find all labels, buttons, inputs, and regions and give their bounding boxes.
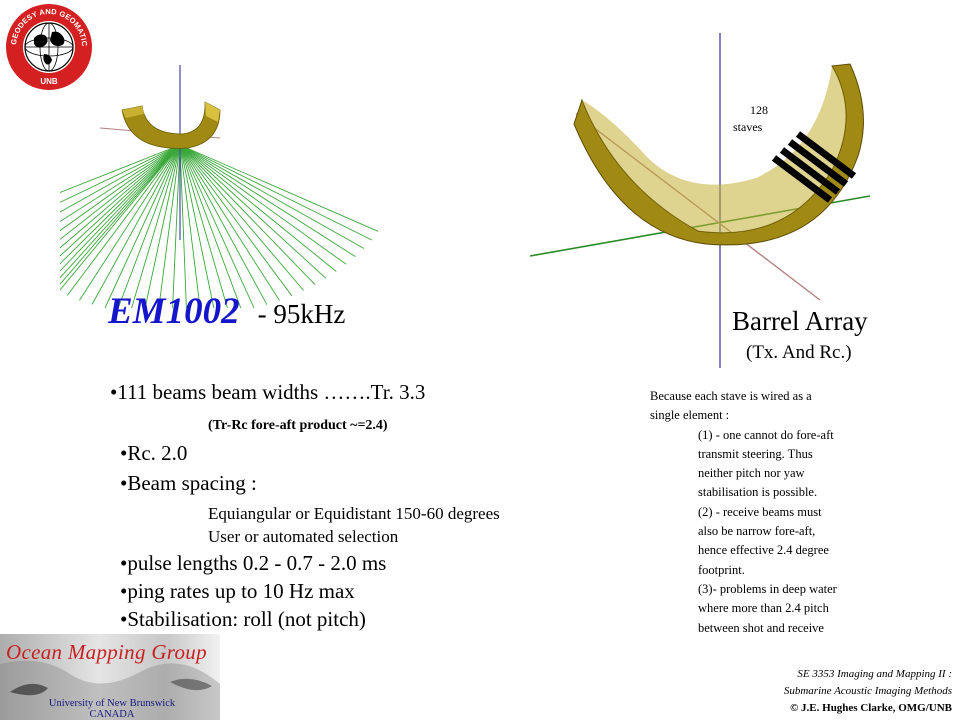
bullet-beams-note: (Tr-Rc fore-aft product ~=2.4): [208, 418, 388, 433]
note-line: stabilisation is possible.: [698, 485, 818, 500]
beam-line: [179, 144, 255, 309]
stave-wiring-note: Because each stave is wired as a single …: [650, 387, 837, 638]
beam-line: [60, 144, 181, 213]
omg-affiliation: University of New Brunswick CANADA: [42, 698, 182, 720]
beam-line: [60, 144, 181, 257]
beam-fan-lines: [60, 144, 379, 309]
course-footer: SE 3353 Imaging and Mapping II : Submari…: [784, 666, 952, 717]
beam-spacing-detail-1: Equiangular or Equidistant 150-60 degree…: [208, 504, 500, 523]
beam-line: [60, 144, 181, 279]
barrel-array-figure: [520, 28, 880, 370]
beam-line: [104, 144, 181, 309]
slide-heading: EM1002 - 95kHz: [108, 290, 345, 333]
beam-line: [179, 144, 228, 309]
beam-line: [79, 144, 181, 301]
stave-mark: [795, 131, 857, 179]
note-intro-line-2: single element :: [650, 408, 730, 423]
beam-line: [179, 144, 242, 309]
ocean-mapping-group-logo: Ocean Mapping Group University of New Br…: [0, 634, 220, 720]
note-line: footprint.: [698, 562, 745, 577]
barrel-array-highlight: [122, 106, 144, 118]
beam-line: [179, 144, 280, 301]
beam-line: [179, 144, 373, 241]
note-points: (1) - one cannot do fore-aft transmit st…: [698, 426, 837, 638]
staves-group: [771, 131, 857, 203]
beam-line: [60, 144, 181, 203]
beam-line: [179, 144, 187, 309]
note-line: also be narrow fore-aft,: [698, 524, 816, 539]
beam-line: [179, 144, 337, 272]
seafloor-image-icon: [0, 634, 220, 720]
beam-line: [179, 144, 201, 309]
note-line: where more than 2.4 pitch: [698, 601, 829, 616]
beam-fan-figure: [60, 60, 380, 310]
beam-line: [60, 144, 181, 249]
beam-line: [179, 144, 215, 309]
bullet-beam-spacing: •Beam spacing :: [120, 471, 257, 495]
bullet-pulse-lengths: •pulse lengths 0.2 - 0.7 - 2.0 ms: [120, 551, 387, 575]
beam-line: [131, 144, 181, 309]
beam-line: [60, 144, 181, 291]
beam-line: [179, 144, 356, 257]
barrel-inner-face: [582, 66, 846, 233]
note-intro-line-1: Because each stave is wired as a: [650, 389, 812, 403]
bullet-ping-rates: •ping rates up to 10 Hz max: [120, 579, 355, 603]
beam-line: [117, 144, 181, 309]
beam-line: [179, 144, 327, 279]
stave-mark: [787, 139, 849, 187]
course-title: SE 3353 Imaging and Mapping II :: [797, 668, 952, 680]
beam-line: [60, 144, 181, 222]
bullet-rc: •Rc. 2.0: [120, 441, 188, 465]
note-line: neither pitch nor yaw: [698, 466, 805, 481]
omg-title: Ocean Mapping Group: [6, 640, 207, 664]
beam-line: [91, 144, 181, 305]
bullet-stabilisation: •Stabilisation: roll (not pitch): [120, 607, 366, 631]
note-line: (3)- problems in deep water: [698, 581, 837, 596]
slide-title: EM1002: [108, 291, 240, 332]
note-line: between shot and receive: [698, 620, 824, 635]
staves-count: 128: [750, 103, 768, 117]
barrel-array-title: Barrel Array: [732, 306, 868, 336]
unb-geodesy-logo: GEODESY AND GEOMATICS ENGINEERING UNB: [4, 2, 94, 92]
note-line: transmit steering. Thus: [698, 446, 813, 461]
beam-line: [179, 144, 293, 297]
beam-line: [66, 144, 181, 296]
beam-line: [179, 144, 316, 285]
beam-line: [179, 144, 379, 232]
beam-line: [179, 144, 365, 249]
beam-line: [60, 144, 181, 272]
staves-label: staves: [733, 120, 763, 134]
logo-bottom-text: UNB: [40, 77, 58, 86]
course-subtitle: Submarine Acoustic Imaging Methods: [783, 685, 952, 697]
beam-line: [60, 144, 181, 231]
beam-line: [179, 144, 347, 265]
beam-line: [60, 144, 181, 240]
stave-mark: [771, 155, 833, 203]
note-line: (2) - receive beams must: [698, 504, 822, 519]
beam-line: [179, 144, 268, 305]
barrel-array-subtitle: (Tx. And Rc.): [746, 342, 852, 363]
beam-line: [60, 144, 181, 265]
omg-country: CANADA: [89, 709, 135, 720]
note-line: hence effective 2.4 degree: [698, 543, 829, 558]
omg-university: University of New Brunswick: [48, 698, 176, 709]
stave-mark: [779, 147, 841, 195]
barrel-array-edge: [205, 102, 220, 122]
beam-line: [60, 144, 181, 285]
beam-line: [144, 144, 181, 309]
beam-line: [158, 144, 181, 309]
slide-title-suffix: - 95kHz: [257, 299, 346, 329]
beam-line: [172, 144, 181, 309]
note-line: (1) - one cannot do fore-aft: [698, 427, 834, 442]
copyright: © J.E. Hughes Clarke, OMG/UNB: [790, 702, 952, 714]
globe-logo-icon: GEODESY AND GEOMATICS ENGINEERING UNB: [4, 2, 92, 90]
beam-line: [60, 144, 181, 193]
beam-spacing-detail-2: User or automated selection: [208, 527, 399, 546]
beam-line: [179, 144, 304, 291]
bullet-beams: •111 beams beam widths …….Tr. 3.3: [110, 380, 426, 404]
